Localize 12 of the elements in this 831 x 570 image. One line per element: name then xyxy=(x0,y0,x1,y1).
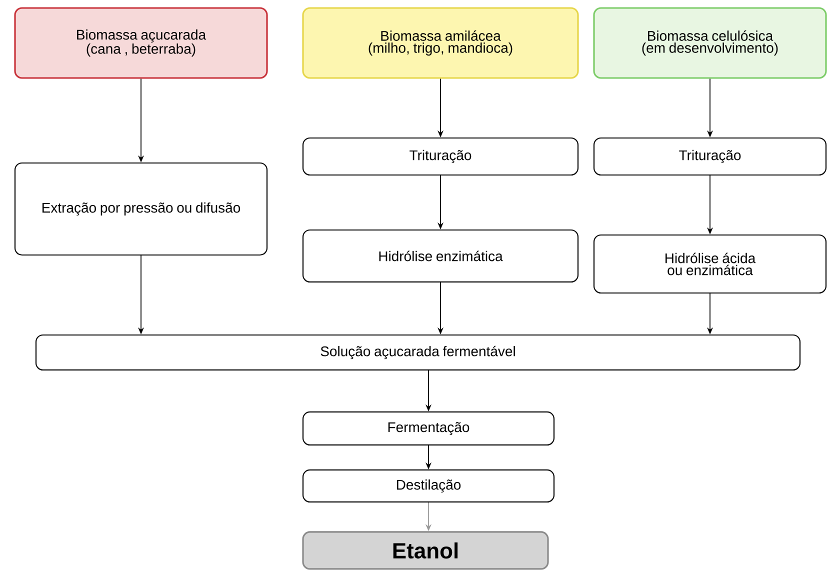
process-box: Trituração xyxy=(302,137,579,176)
process-box: Destilação xyxy=(302,469,555,503)
source-box: Biomassa celulósica (em desenvolvimento) xyxy=(593,7,827,79)
process-box: Solução açucarada fermentável xyxy=(35,334,801,371)
process-box: Hidrólise enzimática xyxy=(302,229,579,283)
process-box: Hidrólise ácida ou enzimática xyxy=(593,234,827,294)
process-box: Fermentação xyxy=(302,411,555,446)
process-box: Extração por pressão ou difusão xyxy=(14,162,268,256)
product-box: Etanol xyxy=(302,531,549,570)
source-box: Biomassa açucarada (cana , beterraba) xyxy=(14,7,268,79)
process-box: Trituração xyxy=(593,137,827,176)
source-box: Biomassa amilácea (milho, trigo, mandioca) xyxy=(302,7,579,79)
